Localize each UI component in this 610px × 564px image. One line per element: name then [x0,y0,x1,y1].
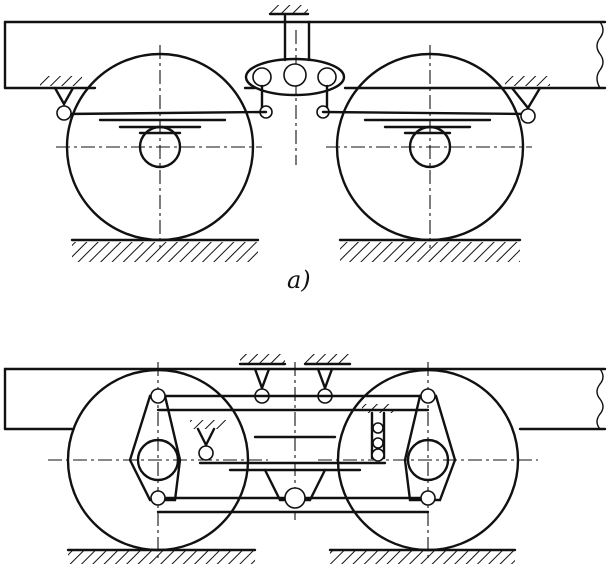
equalizer-a [244,57,346,119]
top-support-a [268,5,311,62]
leaf-spring-right-a [321,110,530,135]
diagram-b [3,354,607,564]
end-hanger-left-a [40,76,82,121]
inner-support-left-b [190,420,226,461]
ground-b [66,548,517,564]
lever-left-b [128,388,182,506]
leaf-spring-left-a [63,110,268,135]
wheel-left-a [56,45,262,248]
wheel-right-a [326,45,532,248]
ground-a [70,238,522,262]
end-hanger-right-a [505,76,550,124]
subfigure-a-label: a) [287,266,311,294]
central-pivot-b [263,468,327,509]
inner-support-right-b [362,404,394,462]
lever-right-b [403,388,457,506]
frame-b [3,367,607,431]
diagram-a [3,5,607,262]
frame-a [3,20,607,90]
